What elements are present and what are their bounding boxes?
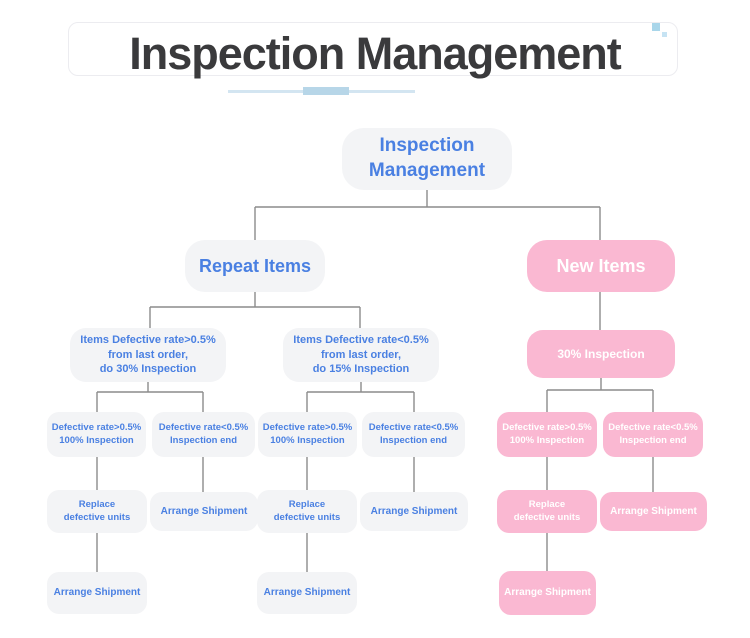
node-repeat-low-condition: Items Defective rate<0.5% from last orde… xyxy=(283,328,439,382)
decor-square-small-icon xyxy=(662,32,667,37)
decor-square-icon xyxy=(652,23,660,31)
node-new-defective-low: Defective rate<0.5% Inspection end xyxy=(603,412,703,457)
node-repeat-high-arrange-shipment: Arrange Shipment xyxy=(150,492,258,531)
node-new-arrange-shipment: Arrange Shipment xyxy=(600,492,707,531)
node-repeat-high-defective-high: Defective rate>0.5% 100% Inspection xyxy=(47,412,146,457)
node-new-replace-units: Replace defective units xyxy=(497,490,597,533)
title-underline-accent xyxy=(303,87,349,95)
node-new-final-arrange-shipment: Arrange Shipment xyxy=(499,571,596,615)
node-repeat-low-final-arrange-shipment: Arrange Shipment xyxy=(257,572,357,614)
node-root-inspection-management: Inspection Management xyxy=(342,128,512,190)
node-repeat-low-defective-low: Defective rate<0.5% Inspection end xyxy=(362,412,465,457)
node-new-items: New Items xyxy=(527,240,675,292)
node-repeat-high-final-arrange-shipment: Arrange Shipment xyxy=(47,572,147,614)
node-new-defective-high: Defective rate>0.5% 100% Inspection xyxy=(497,412,597,457)
node-repeat-high-condition: Items Defective rate>0.5% from last orde… xyxy=(70,328,226,382)
node-repeat-high-replace-units: Replace defective units xyxy=(47,490,147,533)
node-repeat-items: Repeat Items xyxy=(185,240,325,292)
node-repeat-low-defective-high: Defective rate>0.5% 100% Inspection xyxy=(258,412,357,457)
page-title: Inspection Management xyxy=(129,28,622,79)
node-repeat-low-arrange-shipment: Arrange Shipment xyxy=(360,492,468,531)
node-repeat-high-defective-low: Defective rate<0.5% Inspection end xyxy=(152,412,255,457)
node-new-30-inspection: 30% Inspection xyxy=(527,330,675,378)
node-repeat-low-replace-units: Replace defective units xyxy=(257,490,357,533)
title-card xyxy=(68,22,678,76)
